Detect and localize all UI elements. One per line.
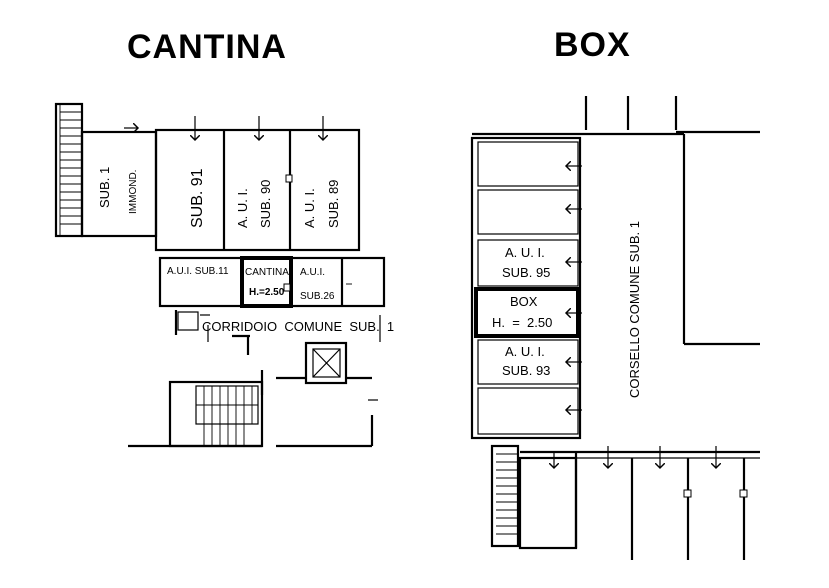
immond-type-label: IMMOND. [128, 170, 139, 214]
box-title: BOX [554, 26, 631, 64]
cellar-row [154, 128, 361, 252]
elevator [304, 341, 348, 385]
sub89-aui-label: A. U. I. [302, 188, 317, 228]
aui-sub26-sub: SUB.26 [300, 291, 335, 302]
sub90-sub-label: SUB. 90 [258, 180, 273, 228]
box-unit-label: BOX [510, 294, 538, 309]
immond-sub-label: SUB. 1 [97, 167, 112, 208]
sub91-label: SUB. 91 [189, 168, 206, 228]
cantina-highlight [240, 256, 293, 308]
sub93-aui-label: A. U. I. [505, 344, 545, 359]
cantina-unit-label: CANTINA [245, 267, 289, 278]
box-stairwell [490, 444, 520, 548]
cantina-plan [54, 102, 386, 448]
aui-sub26-aui: A.U.I. [300, 267, 325, 278]
cantina-title: CANTINA [127, 28, 287, 66]
sub89-sub-label: SUB. 89 [326, 180, 341, 228]
stairwell-left [54, 102, 84, 238]
corridor-label: CORRIDOIO COMUNE SUB. 1 [202, 319, 394, 334]
stairwell-lower [168, 370, 264, 448]
cantina-unit-height: H.=2.50 [249, 287, 285, 298]
box-unit-height: H. = 2.50 [492, 315, 552, 330]
aui-sub11-label: A.U.I. SUB.11 [167, 266, 229, 277]
immond-room [80, 130, 158, 238]
box-plan [470, 96, 760, 560]
sub93-sub-label: SUB. 93 [502, 363, 550, 378]
sub95-aui-label: A. U. I. [505, 245, 545, 260]
corsello-label: CORSELLO COMUNE SUB. 1 [627, 221, 642, 398]
sub95-sub-label: SUB. 95 [502, 265, 550, 280]
sub90-aui-label: A. U. I. [235, 188, 250, 228]
